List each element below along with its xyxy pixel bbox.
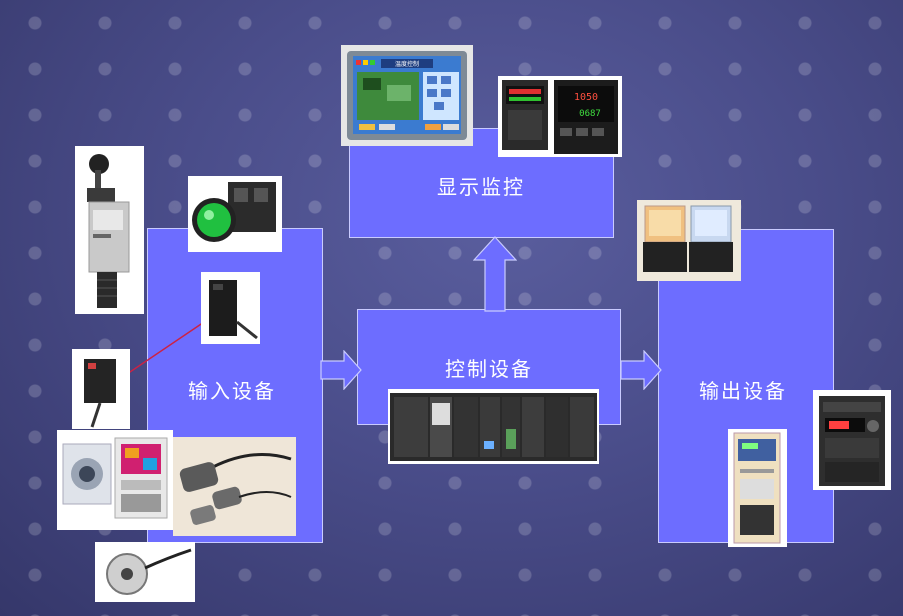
input-device-label: 输入设备	[188, 379, 276, 403]
output-device-label: 输出设备	[699, 379, 787, 403]
relay-icon	[643, 205, 733, 272]
inverter-photo	[813, 390, 891, 490]
display-monitoring-label: 显示监控	[437, 175, 525, 199]
vision-sensor-photo	[57, 430, 173, 530]
proximity-sensor-icon	[179, 453, 292, 525]
arrow-control-to-output	[620, 350, 662, 390]
rotary-encoder-icon	[106, 548, 192, 595]
limit-switch-photo	[75, 146, 144, 314]
temperature-controller-icon: 1050 0687	[502, 80, 618, 154]
proximity-sensor-photo	[173, 437, 296, 536]
temperature-controller-photo: 1050 0687	[498, 76, 622, 157]
vision-sensor-icon	[62, 437, 168, 519]
hmi-touchscreen-photo: 温度控制	[341, 45, 473, 146]
temp-sv-readout: 0687	[579, 109, 601, 119]
photoelectric-sensor-icon	[209, 280, 258, 340]
servo-drive-photo	[728, 429, 787, 547]
hmi-screen-title: 温度控制	[395, 60, 419, 68]
push-button-icon	[192, 182, 276, 242]
inverter-icon	[819, 396, 885, 486]
push-button-photo	[188, 176, 282, 252]
photoelectric-sensor-photo	[201, 272, 260, 344]
sensor-wire	[123, 313, 217, 377]
plc-rack-photo	[388, 389, 599, 464]
rotary-encoder-photo	[95, 542, 195, 602]
control-device-label: 控制设备	[445, 357, 533, 381]
small-photoelectric-sensor-photo	[72, 349, 130, 429]
photoelectric-sensor-icon	[84, 359, 116, 428]
limit-switch-icon	[87, 154, 130, 308]
arrow-control-to-display	[473, 236, 517, 312]
arrow-input-to-control	[320, 350, 362, 390]
plc-rack-icon	[390, 393, 597, 461]
temp-pv-readout: 1050	[574, 92, 598, 103]
hmi-touchscreen-icon: 温度控制	[347, 51, 467, 140]
servo-drive-icon	[733, 432, 781, 544]
relay-photo	[637, 200, 741, 281]
